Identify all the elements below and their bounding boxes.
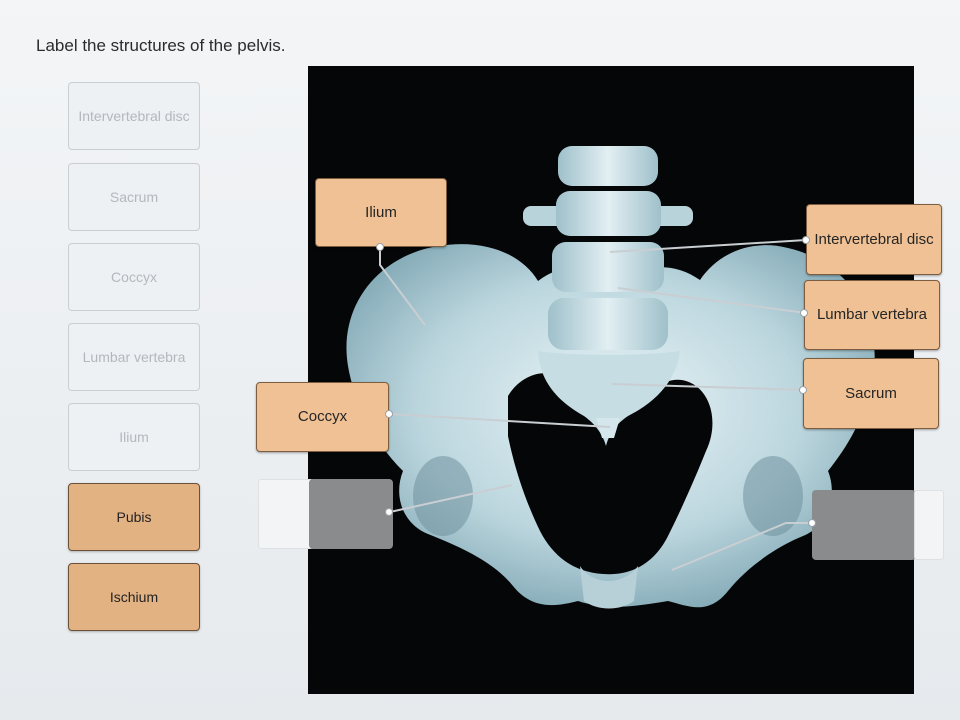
connector-dot-empty-right [808, 519, 816, 527]
connector-dot-empty-left [385, 508, 393, 516]
drop-target-edge-left [258, 479, 314, 549]
bank-tile-intervertebral-disc: Intervertebral disc [68, 82, 200, 150]
bank-tile-lumbar-vertebra: Lumbar vertebra [68, 323, 200, 391]
connector-dot-intervertebral-disc [802, 236, 810, 244]
connector-dot-lumbar-vertebra [800, 309, 808, 317]
label-ilium[interactable]: Ilium [315, 178, 447, 247]
bank-tile-pubis[interactable]: Pubis [68, 483, 200, 551]
bank-tile-ischium[interactable]: Ischium [68, 563, 200, 631]
connector-dot-ilium [376, 243, 384, 251]
label-sacrum[interactable]: Sacrum [803, 358, 939, 429]
connector-dot-sacrum [799, 386, 807, 394]
bank-tile-sacrum: Sacrum [68, 163, 200, 231]
drop-target-edge-right [914, 490, 944, 560]
drop-target-empty-left[interactable] [309, 479, 393, 549]
connector-dot-coccyx [385, 410, 393, 418]
bank-tile-ilium: Ilium [68, 403, 200, 471]
label-coccyx[interactable]: Coccyx [256, 382, 389, 452]
instruction-text: Label the structures of the pelvis. [36, 36, 286, 55]
bank-tile-coccyx: Coccyx [68, 243, 200, 311]
label-intervertebral-disc[interactable]: Intervertebral disc [806, 204, 942, 275]
label-lumbar-vertebra[interactable]: Lumbar vertebra [804, 280, 940, 350]
drop-target-empty-right[interactable] [812, 490, 916, 560]
